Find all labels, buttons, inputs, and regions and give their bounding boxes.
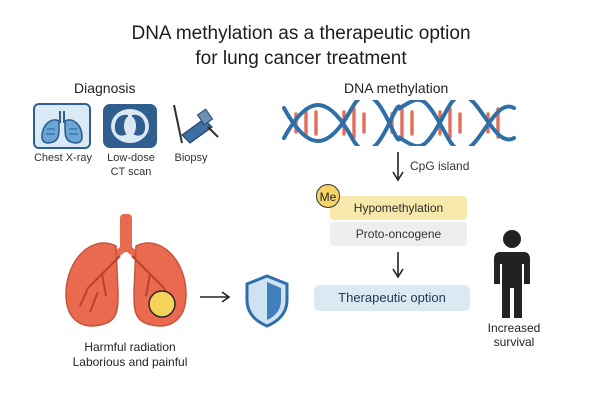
cpg-island-label: CpG island bbox=[410, 159, 470, 173]
arrow-down-icon bbox=[392, 152, 404, 182]
proto-oncogene-box: Proto-oncogene bbox=[330, 222, 467, 246]
arrow-down-icon bbox=[392, 252, 404, 279]
ct-scan-label-line2: CT scan bbox=[110, 166, 152, 178]
methyl-badge: Me bbox=[316, 184, 340, 208]
arrow-right-icon bbox=[200, 291, 231, 303]
outcome-line2: survival bbox=[493, 335, 535, 349]
ct-scan-icon bbox=[103, 104, 157, 148]
diagnosis-heading: Diagnosis bbox=[74, 80, 136, 96]
dna-methylation-heading: DNA methylation bbox=[344, 80, 449, 96]
person-icon bbox=[494, 230, 530, 318]
outcome-caption: Increased survival bbox=[474, 321, 554, 349]
lungs-caption-line1: Harmful radiation bbox=[84, 340, 176, 354]
hypomethylation-box: Hypomethylation bbox=[330, 196, 467, 220]
outcome-line1: Increased bbox=[487, 321, 541, 335]
shield-icon bbox=[245, 274, 289, 328]
lungs-caption-line2: Laborious and painful bbox=[72, 355, 188, 369]
therapeutic-option-box: Therapeutic option bbox=[314, 285, 470, 311]
dna-helix-icon bbox=[282, 100, 516, 146]
lungs-icon bbox=[65, 214, 187, 327]
biopsy-label: Biopsy bbox=[174, 152, 208, 164]
chest-xray-label: Chest X-ray bbox=[33, 152, 93, 164]
ct-scan-label-line1: Low-dose bbox=[107, 152, 155, 164]
biopsy-needle-icon bbox=[173, 104, 219, 144]
chest-xray-icon bbox=[33, 103, 91, 149]
diagram-title-line2: for lung cancer treatment bbox=[195, 48, 407, 69]
lungs-caption: Harmful radiation Laborious and painful bbox=[30, 340, 230, 370]
diagram-title-line1: DNA methylation as a therapeutic option bbox=[131, 23, 471, 44]
